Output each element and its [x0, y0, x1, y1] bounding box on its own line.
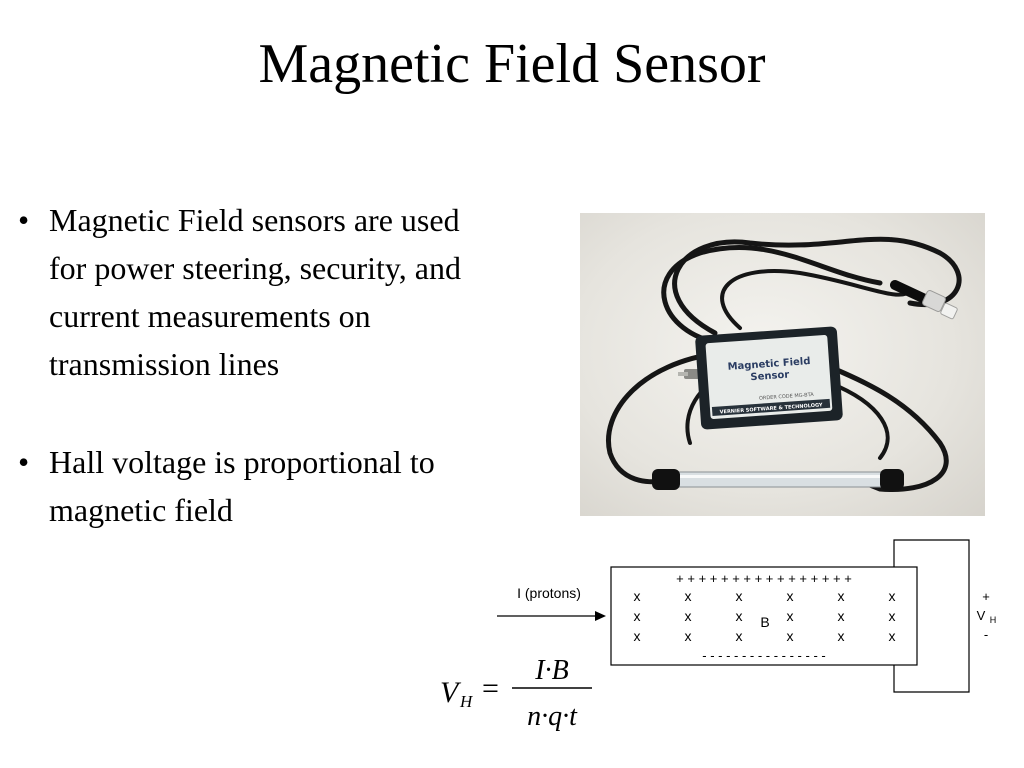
field-mark: x: [838, 588, 845, 604]
field-mark: x: [838, 608, 845, 624]
bullet-text: Magnetic Field sensors are used for powe…: [49, 202, 461, 382]
formula-lhs-subscript: H: [459, 692, 474, 711]
formula-denominator: n·q·t: [527, 701, 578, 732]
bullet-item: • Magnetic Field sensors are used for po…: [18, 196, 498, 388]
hall-voltage-plus: +: [982, 589, 990, 604]
field-mark: x: [787, 588, 794, 604]
sensor-order-code: ORDER CODE MG-BTA: [759, 392, 815, 402]
positive-charge-row: + + + + + + + + + + + + + + + +: [676, 571, 852, 586]
current-label: I (protons): [517, 585, 581, 601]
formula-numerator: I·B: [534, 655, 568, 686]
field-mark: x: [685, 628, 692, 644]
bullet-glyph: •: [18, 444, 30, 480]
field-mark: x: [889, 628, 896, 644]
negative-charge-row: - - - - - - - - - - - - - - - -: [702, 648, 825, 663]
hall-voltage-formula: V H = I·B n·q·t: [436, 650, 616, 740]
field-mark: x: [838, 628, 845, 644]
field-mark: x: [685, 588, 692, 604]
bullet-glyph: •: [18, 202, 30, 238]
field-mark: x: [634, 588, 641, 604]
field-label: B: [760, 614, 769, 630]
bullet-text: Hall voltage is proportional to magnetic…: [49, 444, 435, 528]
formula-equals: =: [482, 672, 499, 705]
formula-lhs: V: [440, 676, 462, 709]
hall-voltage-subscript: H: [990, 615, 997, 625]
bullet-list: • Magnetic Field sensors are used for po…: [18, 196, 498, 584]
bullet-item: • Hall voltage is proportional to magnet…: [18, 438, 498, 534]
hall-effect-diagram: I (protons) + + + + + + + + + + + + + + …: [490, 535, 1024, 700]
field-mark: x: [736, 588, 743, 604]
field-mark: x: [736, 628, 743, 644]
field-mark: x: [634, 628, 641, 644]
field-mark: x: [685, 608, 692, 624]
hall-voltage-minus: -: [984, 627, 988, 642]
sensor-photo: Magnetic Field Sensor ORDER CODE MG-BTA …: [580, 213, 985, 516]
field-mark: x: [736, 608, 743, 624]
field-mark: x: [889, 608, 896, 624]
field-mark: x: [634, 608, 641, 624]
field-mark: x: [889, 588, 896, 604]
slide-title: Magnetic Field Sensor: [258, 33, 766, 95]
field-mark: x: [787, 628, 794, 644]
sensor-label-line2: Sensor: [750, 370, 790, 384]
hall-voltage-label: V: [977, 608, 986, 623]
field-mark: x: [787, 608, 794, 624]
